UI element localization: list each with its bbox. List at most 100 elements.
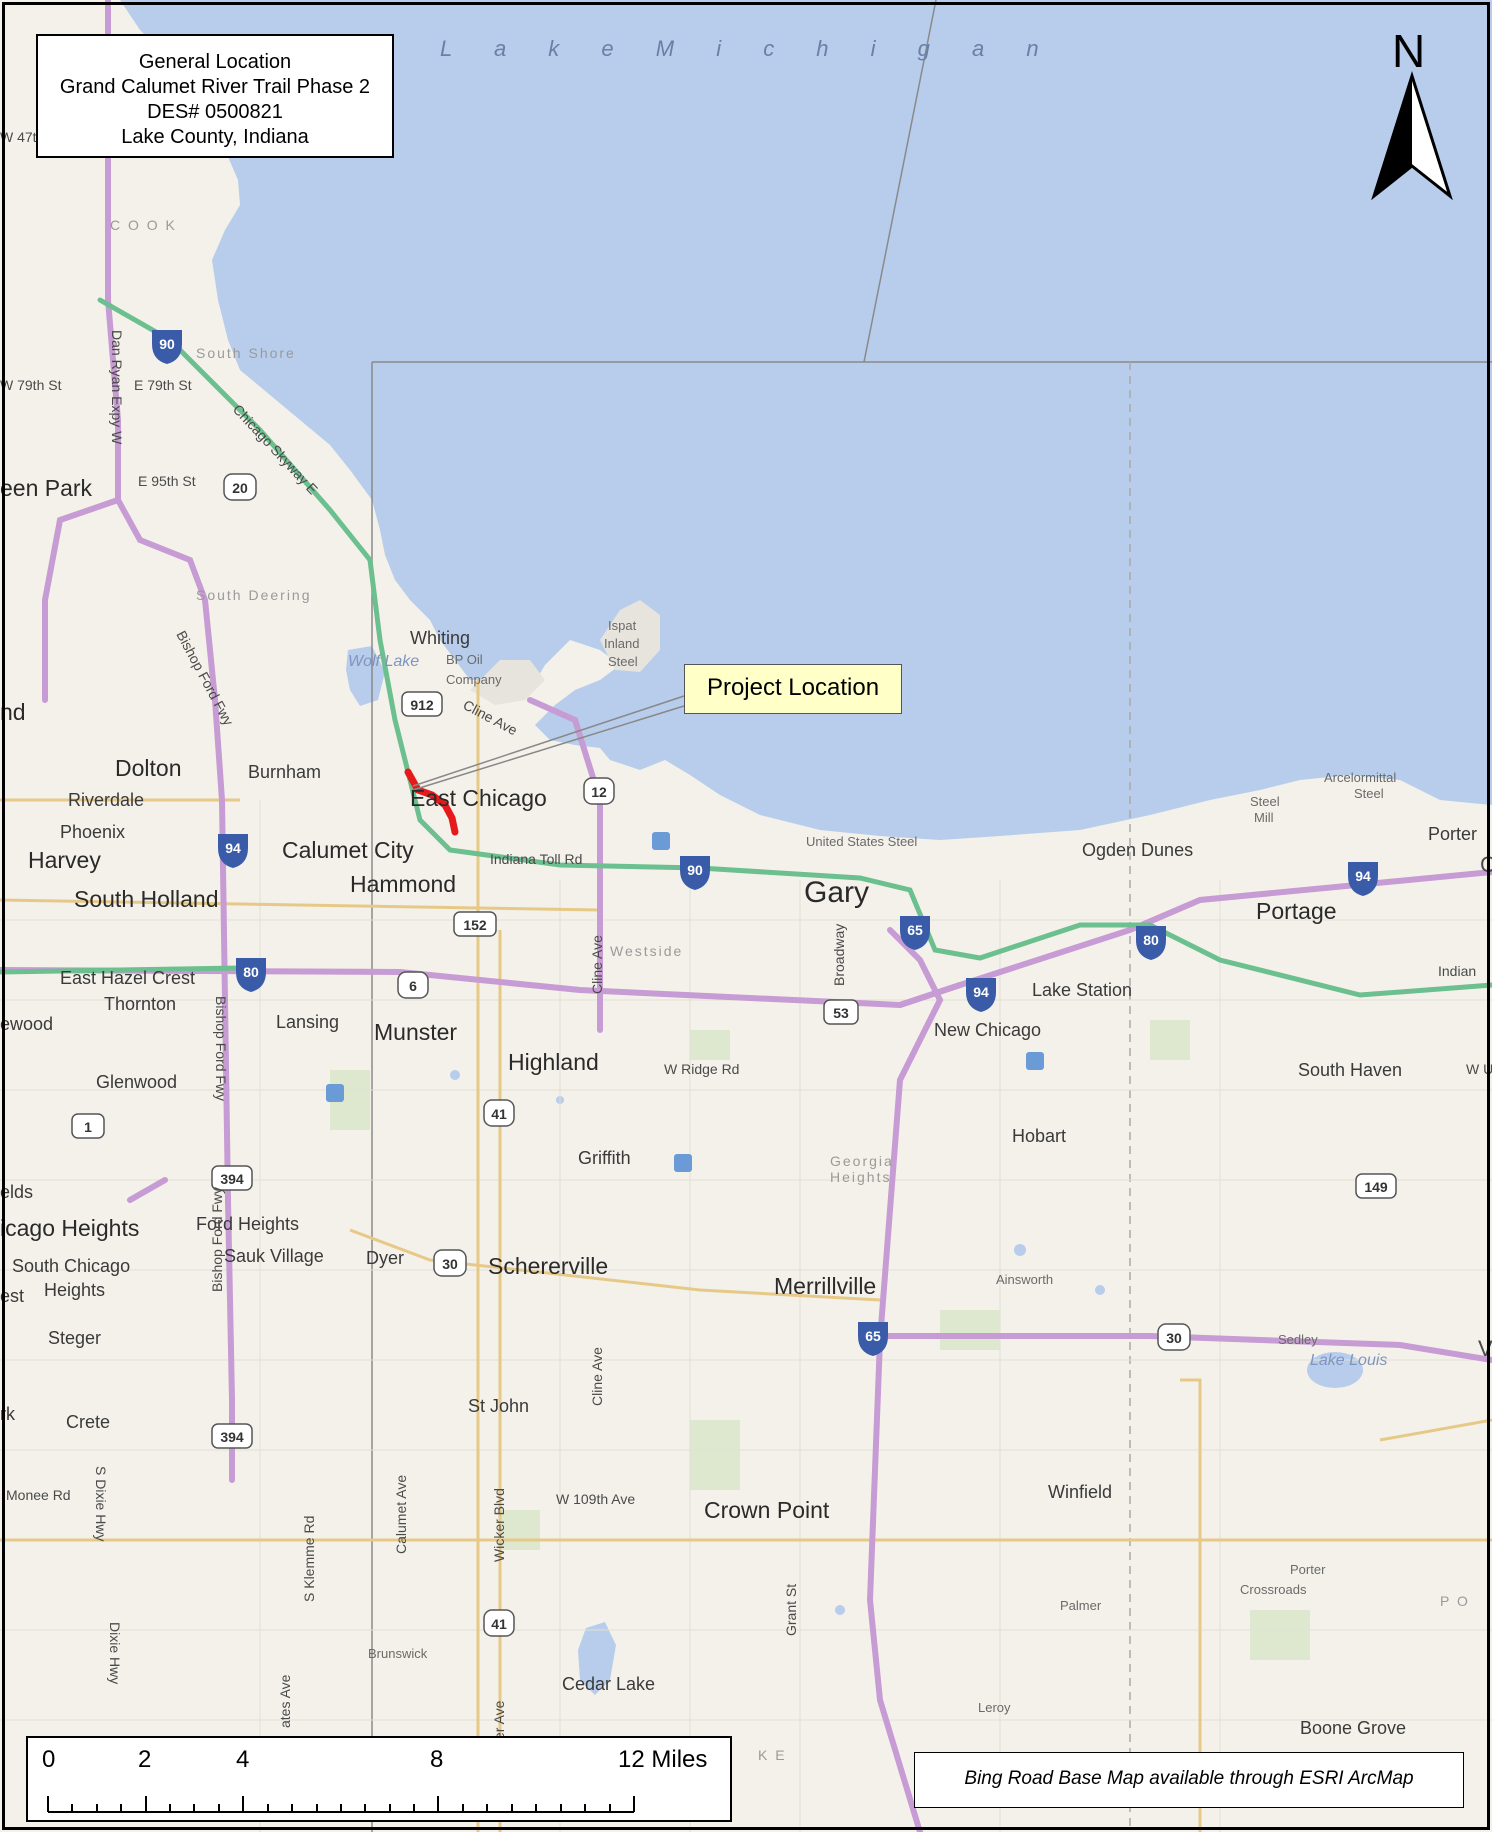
- south-chicago-heights-label: South Chicago: [12, 1256, 130, 1276]
- indiana-toll-rd-label-2: Indian: [1438, 963, 1476, 979]
- east-chicago-label: East Chicago: [410, 785, 547, 811]
- cedar-lake-label: Cedar Lake: [562, 1674, 655, 1694]
- callout-leader: [412, 695, 685, 791]
- steger-label: Steger: [48, 1328, 101, 1348]
- shield-i94a: [218, 834, 248, 868]
- inland-label: Inland: [604, 636, 639, 651]
- scale-label-4: 4: [236, 1746, 250, 1773]
- shield-i90b: [680, 856, 710, 890]
- phoenix-label: Phoenix: [60, 822, 125, 842]
- wolf-lake-water: [346, 646, 385, 706]
- united-states-steel-label: United States Steel: [806, 834, 917, 849]
- e-79th-st-label: E 79th St: [134, 377, 192, 393]
- scale-label-2: 2: [138, 1746, 152, 1773]
- map-info-box: General Location Grand Calumet River Tra…: [36, 34, 394, 158]
- brunswick-label: Brunswick: [368, 1646, 428, 1661]
- crete-label: Crete: [66, 1412, 110, 1432]
- hobart-label: Hobart: [1012, 1126, 1066, 1146]
- lake-michigan-label: L a k e M i c h i g a n: [440, 36, 1057, 61]
- schererville-label: Schererville: [488, 1253, 608, 1279]
- s-klemme-rd-label: S Klemme Rd: [301, 1516, 317, 1602]
- burnham-label: Burnham: [248, 762, 321, 782]
- shield-sr53-text: 53: [833, 1005, 849, 1021]
- griffith-label: Griffith: [578, 1148, 631, 1168]
- highland-label: Highland: [508, 1049, 599, 1075]
- interstate-shields: 90 90 94 94 94 80 80 65 65: [152, 330, 1378, 1356]
- bp-oil-label: BP Oil: [446, 652, 483, 667]
- toll-roads: [0, 297, 1492, 998]
- shield-i80b: [1136, 926, 1166, 960]
- palmer-label: Palmer: [1060, 1598, 1102, 1613]
- portage-label: Portage: [1256, 898, 1337, 924]
- shield-us30b-text: 30: [1166, 1330, 1182, 1346]
- boone-grove-label: Boone Grove: [1300, 1718, 1406, 1738]
- north-arrow-icon: [1371, 71, 1453, 201]
- ponds: [450, 1070, 1105, 1615]
- ford-heights-label: Ford Heights: [196, 1214, 299, 1234]
- bishop-ford-fwy-label-2: Bishop Ford Fwy: [213, 996, 229, 1101]
- shield-sr1-text: 1: [84, 1119, 92, 1135]
- lake-station-label: Lake Station: [1032, 980, 1132, 1000]
- blue-island-label: nd: [0, 699, 26, 725]
- e-95th-st-label: E 95th St: [138, 473, 196, 489]
- info-line-2: Grand Calumet River Trail Phase 2: [59, 76, 371, 98]
- harvey-label: Harvey: [28, 847, 101, 873]
- fields-label: elds: [0, 1182, 33, 1202]
- shield-sr394b-text: 394: [220, 1429, 244, 1445]
- lake-louis-water: [1307, 1352, 1363, 1388]
- porter-label: Porter: [1428, 824, 1477, 844]
- st-john-label: St John: [468, 1396, 529, 1416]
- whiting-label: Whiting: [410, 628, 470, 648]
- w-109th-ave-label: W 109th Ave: [556, 1491, 635, 1507]
- cook-county-label: C O O K: [110, 217, 177, 233]
- wolf-lake-label: Wolf Lake: [348, 653, 419, 670]
- broadway-label: Broadway: [831, 924, 847, 986]
- arcelormittal-steel-label: Steel: [1354, 786, 1384, 801]
- merrillville-label: Merrillville: [774, 1273, 876, 1299]
- chicago-heights-label: icago Heights: [0, 1215, 139, 1241]
- shield-us30a-text: 30: [442, 1256, 458, 1272]
- ispat-peninsula: [600, 600, 660, 672]
- new-chicago-label: New Chicago: [934, 1020, 1041, 1040]
- scale-label-8: 8: [430, 1746, 444, 1773]
- shield-i65a: [900, 916, 930, 950]
- shield-us41b-text: 41: [491, 1616, 507, 1632]
- monee-rd-label: Monee Rd: [6, 1487, 71, 1503]
- east-hazel-crest-label: East Hazel Crest: [60, 968, 195, 988]
- s-dixie-hwy-label: S Dixie Hwy: [93, 1466, 109, 1541]
- south-deering-label: South Deering: [196, 587, 312, 603]
- cline-ave-label-3: Cline Ave: [589, 1347, 605, 1406]
- shield-i80a-text: 80: [243, 964, 259, 980]
- park-areas: [330, 1020, 1310, 1660]
- shield-sr394a-text: 394: [220, 1171, 244, 1187]
- ainsworth-label: Ainsworth: [996, 1272, 1053, 1287]
- calumet-ave-label: Calumet Ave: [393, 1475, 409, 1554]
- route-shield-labels: 20 912 12 152 6 53 41 41 1 394 394 30 30…: [84, 480, 1388, 1632]
- company-label: Company: [446, 672, 502, 687]
- source-attribution: Bing Road Base Map available through ESR…: [914, 1752, 1464, 1808]
- shield-i94c: [1348, 862, 1378, 896]
- dyer-label: Dyer: [366, 1248, 404, 1268]
- shield-i80b-text: 80: [1143, 932, 1159, 948]
- south-chicago-heights-label-2: Heights: [44, 1280, 105, 1300]
- bishop-ford-fwy-label-3: Bishop Ford Fwy: [209, 1187, 225, 1292]
- lansing-label: Lansing: [276, 1012, 339, 1032]
- shield-us20-text: 20: [232, 480, 248, 496]
- shield-us41a-text: 41: [491, 1106, 507, 1122]
- lake-county-label: K E: [758, 1747, 787, 1763]
- shield-us6-text: 6: [409, 978, 417, 994]
- south-haven-label: South Haven: [1298, 1060, 1402, 1080]
- west-heights-label: est: [0, 1286, 24, 1306]
- shield-i65b-text: 65: [865, 1328, 881, 1344]
- ates-ave-label: ates Ave: [277, 1674, 293, 1728]
- project-route: [404, 768, 459, 836]
- shield-sr152-text: 152: [463, 917, 487, 933]
- wicker-blvd-label: Wicker Blvd: [491, 1488, 507, 1562]
- lake-louis-label: Lake Louis: [1310, 1352, 1387, 1369]
- georgia-heights-label: Heights: [830, 1169, 891, 1185]
- shield-i94a-text: 94: [225, 840, 241, 856]
- porter-county-label: P O: [1440, 1593, 1470, 1609]
- ispat-label: Ispat: [608, 618, 637, 633]
- cline-ave-label-2: Cline Ave: [589, 935, 605, 994]
